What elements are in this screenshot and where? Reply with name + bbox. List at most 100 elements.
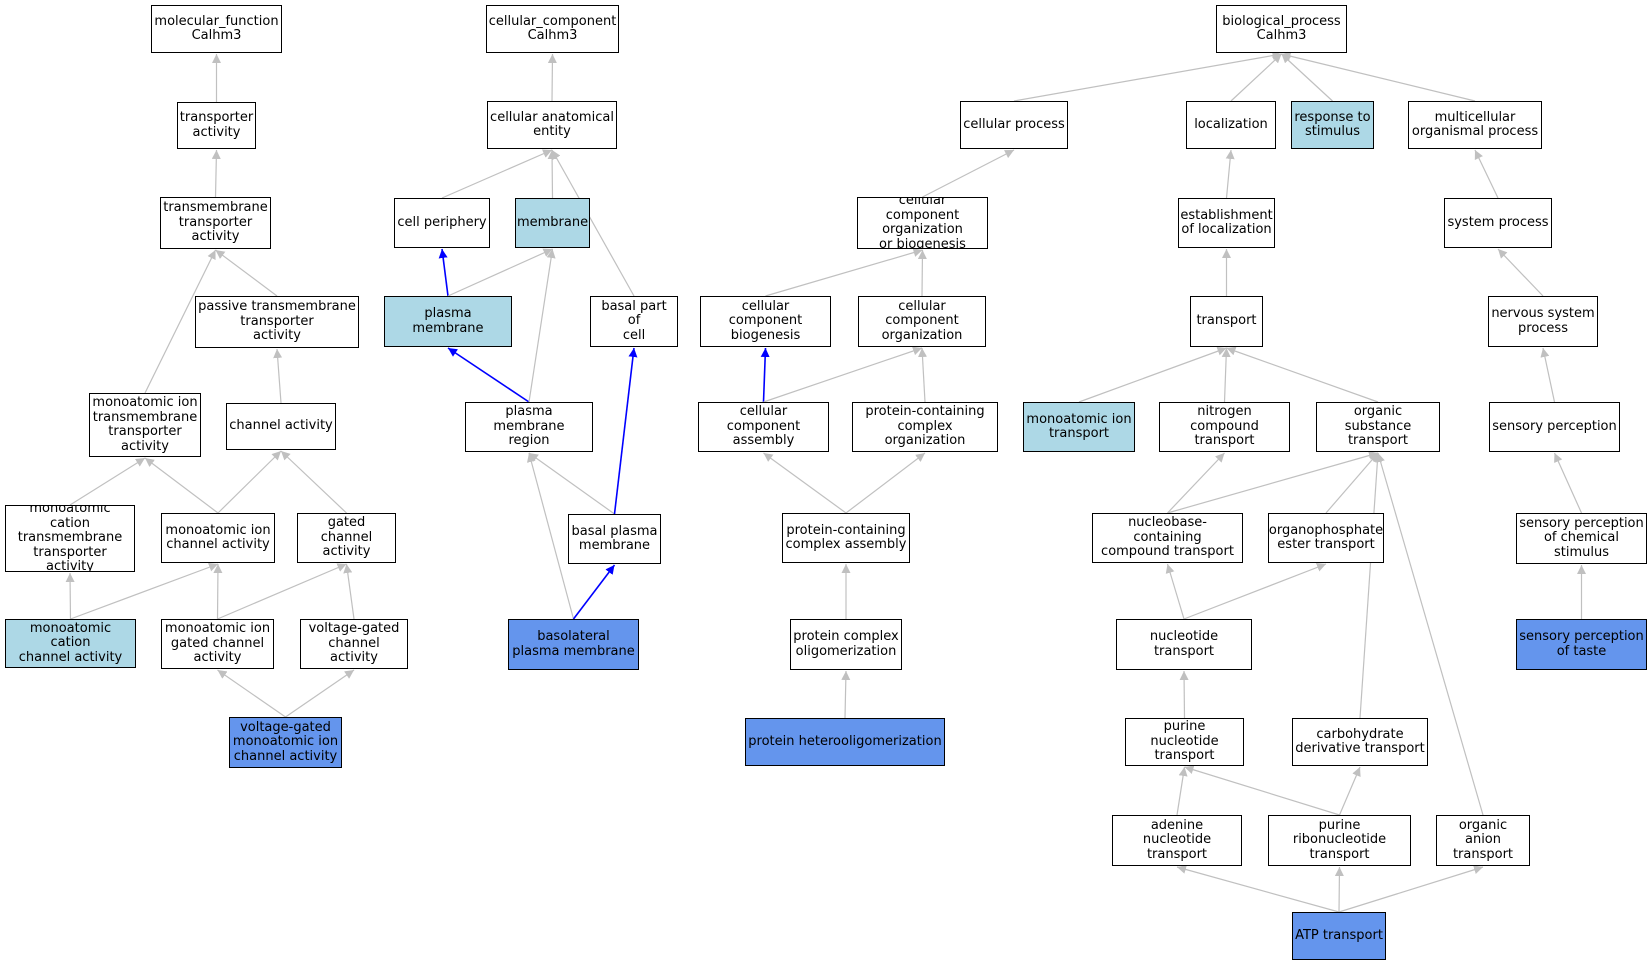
edge-pnt-to-nt bbox=[1179, 670, 1189, 719]
edge-tta-to-ta bbox=[211, 149, 221, 198]
go-term-node-blpm[interactable]: basolateral plasma membrane bbox=[508, 619, 639, 670]
edge-sp-to-mop bbox=[1474, 149, 1499, 199]
edge-mica-to-mitta bbox=[144, 457, 219, 514]
go-term-node-bp[interactable]: biological_process Calhm3 bbox=[1216, 5, 1347, 53]
go-term-node-ph[interactable]: protein heterooligomerization bbox=[745, 718, 945, 766]
go-term-node-opet[interactable]: organophosphate ester transport bbox=[1268, 513, 1384, 563]
edge-ccob-to-cpr bbox=[922, 149, 1015, 198]
edge-atp-to-prt bbox=[1334, 866, 1344, 913]
go-term-node-tr[interactable]: transport bbox=[1190, 296, 1263, 347]
go-term-node-spt[interactable]: sensory perception of taste bbox=[1516, 619, 1647, 670]
go-term-node-migca[interactable]: monoatomic ion gated channel activity bbox=[161, 619, 274, 669]
edge-prt-to-cdt bbox=[1338, 766, 1361, 816]
edge-eol-to-loc bbox=[1225, 149, 1235, 199]
edge-cp-to-cae bbox=[441, 149, 553, 199]
go-term-node-mitta[interactable]: monoatomic ion transmembrane transporter… bbox=[89, 393, 201, 457]
go-term-node-mctta[interactable]: monoatomic cation transmembrane transpor… bbox=[5, 505, 135, 572]
edge-vgmica-to-migca bbox=[217, 669, 286, 718]
go-term-node-pcco[interactable]: protein-containing complex organization bbox=[852, 402, 998, 452]
edge-bpm-to-pmr bbox=[528, 452, 615, 515]
edge-vgmica-to-vgca bbox=[285, 669, 355, 718]
go-term-node-nt[interactable]: nucleotide transport bbox=[1116, 619, 1252, 670]
edge-pcco-to-cco bbox=[918, 347, 927, 403]
go-term-node-bpm[interactable]: basal plasma membrane bbox=[568, 514, 661, 564]
edge-pmr-to-mem bbox=[528, 248, 556, 403]
edge-nct-to-tr bbox=[1221, 347, 1231, 403]
go-term-node-spcs[interactable]: sensory perception of chemical stimulus bbox=[1516, 513, 1647, 564]
go-term-node-ptta[interactable]: passive transmembrane transporter activi… bbox=[195, 296, 359, 348]
go-term-node-loc[interactable]: localization bbox=[1186, 101, 1276, 149]
go-term-node-sp[interactable]: system process bbox=[1444, 198, 1552, 248]
go-term-node-mit[interactable]: monoatomic ion transport bbox=[1023, 402, 1135, 452]
go-term-node-ost[interactable]: organic substance transport bbox=[1316, 402, 1440, 452]
edge-cca-to-ccb bbox=[760, 347, 770, 403]
edge-mem-to-cae bbox=[547, 149, 557, 199]
go-term-node-nsp[interactable]: nervous system process bbox=[1488, 296, 1598, 347]
edge-opet-to-ost bbox=[1325, 452, 1379, 514]
go-term-node-cc[interactable]: cellular_component Calhm3 bbox=[486, 5, 619, 53]
go-term-node-cpr[interactable]: cellular process bbox=[960, 101, 1068, 149]
go-term-node-gca[interactable]: gated channel activity bbox=[297, 513, 396, 563]
go-term-node-tta[interactable]: transmembrane transporter activity bbox=[160, 197, 271, 249]
go-term-node-cdt[interactable]: carbohydrate derivative transport bbox=[1292, 718, 1428, 766]
go-term-node-nbct[interactable]: nucleobase-containing compound transport bbox=[1092, 513, 1243, 563]
edge-nbct-to-nct bbox=[1167, 452, 1225, 514]
edge-mctta-to-mitta bbox=[69, 457, 146, 506]
go-term-node-rts[interactable]: response to stimulus bbox=[1291, 101, 1374, 149]
go-term-node-cco[interactable]: cellular component organization bbox=[858, 296, 986, 347]
edge-cae-to-cc bbox=[547, 53, 557, 102]
go-term-node-pco[interactable]: protein complex oligomerization bbox=[790, 619, 902, 670]
edge-mica-to-ca bbox=[217, 450, 282, 514]
go-term-node-pmr[interactable]: plasma membrane region bbox=[465, 402, 593, 452]
edge-migca-to-mica bbox=[213, 563, 223, 620]
go-term-node-mcca[interactable]: monoatomic cation channel activity bbox=[5, 619, 136, 668]
go-term-node-eol[interactable]: establishment of localization bbox=[1178, 198, 1275, 248]
edge-cca-to-cco bbox=[763, 346, 923, 403]
edge-blpm-to-pmr bbox=[526, 452, 575, 620]
go-term-node-mem[interactable]: membrane bbox=[515, 198, 590, 248]
edge-mcca-to-mctta bbox=[65, 572, 75, 620]
go-term-node-prt[interactable]: purine ribonucleotide transport bbox=[1268, 815, 1411, 866]
go-term-node-ca[interactable]: channel activity bbox=[226, 403, 336, 450]
go-term-node-ta[interactable]: transporter activity bbox=[177, 102, 256, 149]
edge-mitta-to-tta bbox=[144, 249, 217, 394]
go-term-node-pm[interactable]: plasma membrane bbox=[384, 296, 512, 347]
go-term-node-vgca[interactable]: voltage-gated channel activity bbox=[300, 619, 408, 669]
edge-ca-to-ptta bbox=[273, 348, 283, 404]
edge-pmr-to-pm bbox=[447, 347, 530, 403]
edge-gca-to-ca bbox=[280, 450, 347, 514]
edge-mit-to-tr bbox=[1078, 346, 1227, 403]
edge-ccb-to-ccob bbox=[765, 248, 923, 297]
go-term-node-cca[interactable]: cellular component assembly bbox=[698, 402, 829, 452]
edge-migca-to-gca bbox=[217, 563, 347, 620]
edge-spcs-to-spe bbox=[1553, 452, 1583, 514]
edge-bpc-to-cae bbox=[551, 149, 635, 297]
go-term-node-ccb[interactable]: cellular component biogenesis bbox=[700, 296, 831, 347]
edge-spe-to-nsp bbox=[1540, 347, 1556, 403]
go-term-node-mica[interactable]: monoatomic ion channel activity bbox=[161, 513, 275, 563]
go-term-node-pcca[interactable]: protein-containing complex assembly bbox=[782, 513, 910, 563]
go-term-node-spe[interactable]: sensory perception bbox=[1489, 402, 1620, 452]
go-term-node-oat[interactable]: organic anion transport bbox=[1436, 815, 1530, 866]
go-term-node-cp[interactable]: cell periphery bbox=[394, 198, 490, 248]
go-term-node-ant[interactable]: adenine nucleotide transport bbox=[1112, 815, 1242, 866]
go-term-node-ccob[interactable]: cellular component organization or bioge… bbox=[857, 197, 988, 249]
go-term-node-pnt[interactable]: purine nucleotide transport bbox=[1125, 718, 1244, 766]
edge-pcca-to-pcco bbox=[845, 452, 926, 514]
go-term-node-vgmica[interactable]: voltage-gated monoatomic ion channel act… bbox=[229, 717, 342, 768]
go-term-node-cae[interactable]: cellular anatomical entity bbox=[487, 101, 617, 149]
edge-ant-to-pnt bbox=[1176, 766, 1188, 816]
go-term-node-mop[interactable]: multicellular organismal process bbox=[1408, 101, 1542, 149]
edge-blpm-to-bpm bbox=[572, 564, 616, 620]
go-term-node-mf[interactable]: molecular_function Calhm3 bbox=[151, 5, 282, 53]
edge-rts-to-bp bbox=[1281, 53, 1333, 102]
go-term-node-atp[interactable]: ATP transport bbox=[1292, 912, 1386, 960]
go-term-node-nct[interactable]: nitrogen compound transport bbox=[1159, 402, 1290, 452]
edge-pm-to-cp bbox=[438, 248, 449, 297]
edge-atp-to-ant bbox=[1176, 865, 1340, 913]
edge-nt-to-nbct bbox=[1165, 563, 1185, 620]
go-term-node-bpc[interactable]: basal part of cell bbox=[590, 296, 678, 347]
edge-nt-to-opet bbox=[1183, 563, 1327, 620]
